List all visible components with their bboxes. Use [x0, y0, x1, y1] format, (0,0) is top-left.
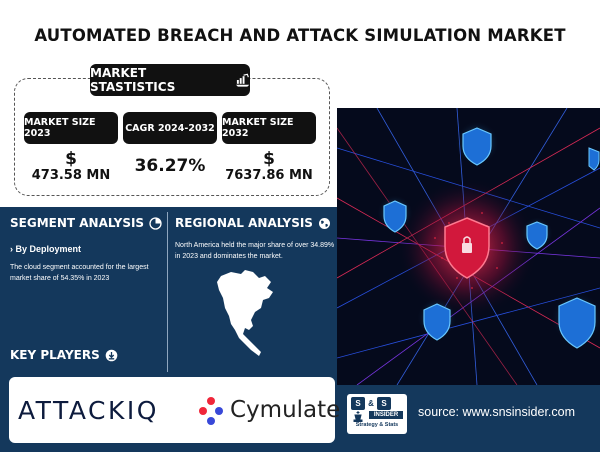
segment-subheading: › By Deployment	[10, 244, 82, 254]
stat-label: MARKET SIZE 2023	[24, 112, 118, 144]
stat-label: CAGR 2024-2032	[123, 112, 217, 144]
stat-cagr: CAGR 2024-2032 36.27%	[123, 112, 217, 176]
regional-text: North America held the major share of ov…	[175, 242, 335, 260]
key-players-heading: KEY PLAYERS	[10, 348, 118, 362]
dollar-symbol: $	[65, 149, 77, 169]
stat-market-size-2023: MARKET SIZE 2023 $ 473.58 MN	[24, 112, 118, 184]
globe-icon	[318, 217, 330, 229]
sns-insider-logo: S & S INSIDER Strategy & Stats	[347, 394, 407, 434]
stat-label: MARKET SIZE 2032	[222, 112, 316, 144]
stat-value: 7637.86 MN	[225, 168, 313, 183]
sns-ampersand: &	[367, 397, 375, 410]
sns-insider-text: INSIDER	[369, 411, 403, 419]
regional-analysis-title: REGIONAL ANALYSIS	[175, 216, 313, 230]
pie-chart-icon	[149, 216, 162, 230]
cyber-network-illustration	[337, 108, 600, 385]
market-statistics-heading: MARKET STASTISTICS	[90, 64, 250, 96]
chart-hand-icon	[235, 73, 250, 87]
stat-value: 473.58 MN	[31, 168, 111, 183]
cymulate-logo: Cymulate	[230, 397, 341, 423]
segment-analysis-heading: SEGMENT ANALYSIS	[10, 216, 162, 230]
stat-value: 36.27%	[134, 156, 206, 176]
cyber-security-image	[337, 108, 600, 385]
key-players-card	[9, 377, 335, 443]
page-title: AUTOMATED BREACH AND ATTACK SIMULATION M…	[34, 26, 566, 45]
sns-letter: S	[351, 397, 365, 410]
sns-letters: S & S	[351, 397, 391, 410]
sns-tagline: Strategy & Stats	[355, 422, 399, 428]
download-icon	[105, 349, 118, 361]
sns-letter: S	[377, 397, 391, 410]
north-america-map-icon	[217, 270, 273, 356]
stat-market-size-2032: MARKET SIZE 2032 $ 7637.86 MN	[222, 112, 316, 184]
source-text: source: www.snsinsider.com	[418, 405, 576, 419]
dollar-symbol: $	[263, 149, 275, 169]
section-divider	[167, 212, 168, 372]
market-statistics-title: MARKET STASTISTICS	[90, 66, 176, 94]
attackiq-logo: ATTACKIQ	[18, 396, 159, 425]
segment-text: The cloud segment accounted for the larg…	[10, 264, 149, 282]
segment-analysis-title: SEGMENT ANALYSIS	[10, 216, 145, 230]
regional-analysis-heading: REGIONAL ANALYSIS	[175, 216, 331, 230]
cymulate-logo-icon	[199, 397, 223, 425]
key-players-title: KEY PLAYERS	[10, 348, 100, 362]
analysis-band	[0, 207, 337, 385]
chess-king-icon	[353, 411, 363, 422]
